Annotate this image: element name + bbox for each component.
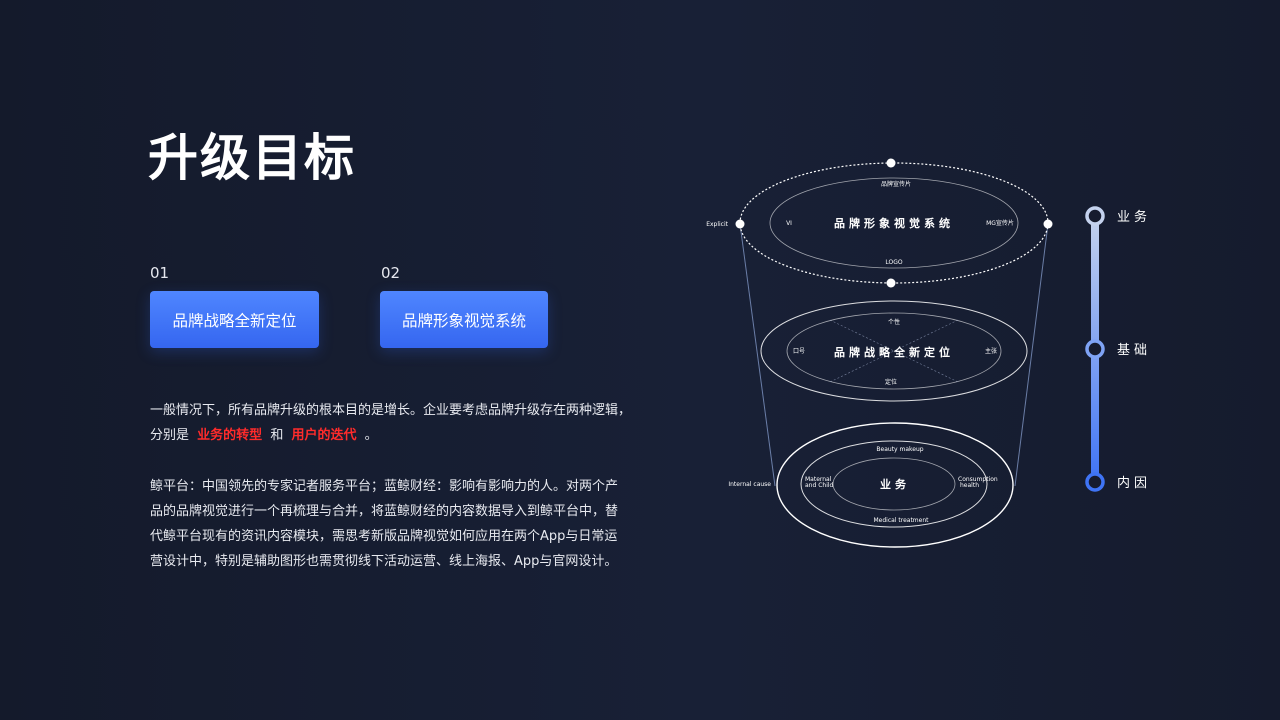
top-inner-ellipse: [769, 177, 1019, 269]
intro-paragraph: 一般情况下，所有品牌升级的根本目的是增长。企业要考虑品牌升级存在两种逻辑， 分别…: [150, 398, 670, 448]
top-label-promo: 品牌宣传片: [881, 180, 911, 188]
intro-connector: 和: [270, 428, 284, 443]
bottom-label-beauty: Beauty makeup: [876, 446, 923, 453]
highlight-business-transformation: 业务的转型: [197, 428, 263, 443]
body-line: 营设计中，特别是辅助图形也需贯彻线下活动运营、线上海报、App与官网设计。: [150, 554, 618, 569]
middle-label-proposition: 主张: [985, 347, 997, 355]
middle-label-personality: 个性: [888, 318, 900, 326]
body-line: 品的品牌视觉进行一个再梳理与合并，将蓝鲸财经的内容数据导入到鲸平台中，替: [150, 504, 619, 519]
intro-suffix: 。: [364, 428, 378, 443]
top-label-explicit: Explicit: [706, 221, 728, 228]
top-center-label: 品牌形象视觉系统: [834, 216, 954, 230]
middle-inner-ellipse: [786, 312, 1002, 390]
body-line: 代鲸平台现有的资讯内容模块，需思考新版品牌视觉如何应用在两个App与日常运: [150, 529, 618, 544]
intro-prefix: 分别是: [150, 428, 190, 443]
middle-label-positioning: 定位: [885, 378, 897, 386]
scale-node-foundation: [1085, 339, 1105, 359]
item-number-1: 01: [150, 264, 170, 282]
top-label-vi: VI: [786, 220, 792, 227]
bottom-label-medical: Medical treatment: [874, 517, 930, 524]
scale-label-internal: 内因: [1117, 475, 1151, 491]
scale-label-business: 业务: [1117, 209, 1151, 225]
top-label-logo: LOGO: [885, 259, 903, 266]
bottom-inner-ellipse: [832, 457, 956, 511]
highlight-user-iteration: 用户的迭代: [291, 428, 357, 443]
item-number-2: 02: [381, 264, 401, 282]
middle-label-slogan: 口号: [793, 348, 805, 355]
funnel-right-line: [1014, 223, 1049, 487]
bottom-label-consumption: Consumption: [958, 476, 998, 483]
brand-visual-system-button[interactable]: 品牌形象视觉系统: [380, 291, 548, 348]
body-paragraph: 鲸平台：中国领先的专家记者服务平台；蓝鲸财经：影响有影响力的人。对两个产 品的品…: [150, 474, 670, 574]
brand-strategy-button[interactable]: 品牌战略全新定位: [150, 291, 319, 348]
intro-line-2: 分别是 业务的转型 和 用户的迭代 。: [150, 423, 670, 448]
top-node: [886, 278, 896, 288]
middle-outer-ellipse: [760, 300, 1028, 402]
bottom-center-label: 业务: [880, 477, 910, 491]
middle-center-label: 品牌战略全新定位: [834, 345, 954, 359]
bottom-outer-ellipse: [776, 422, 1014, 548]
scale-label-foundation: 基础: [1117, 343, 1151, 358]
page-title: 升级目标: [148, 129, 356, 187]
top-node: [735, 219, 745, 229]
bottom-middle-ellipse: [800, 440, 988, 528]
funnel-left-line: [739, 223, 776, 487]
top-node: [886, 158, 896, 168]
bottom-label-child: and Child: [805, 482, 834, 489]
scale-node-internal: [1085, 472, 1105, 492]
bottom-label-maternal: Maternal: [805, 476, 832, 483]
bottom-label-health: health: [960, 482, 979, 489]
intro-line-1: 一般情况下，所有品牌升级的根本目的是增长。企业要考虑品牌升级存在两种逻辑，: [150, 403, 632, 418]
body-line: 鲸平台：中国领先的专家记者服务平台；蓝鲸财经：影响有影响力的人。对两个产: [150, 479, 619, 494]
scale-node-business: [1085, 206, 1105, 226]
bottom-label-internal-cause: Internal cause: [728, 481, 771, 488]
top-label-mg: MG宣传片: [986, 219, 1014, 227]
top-node: [1043, 219, 1053, 229]
